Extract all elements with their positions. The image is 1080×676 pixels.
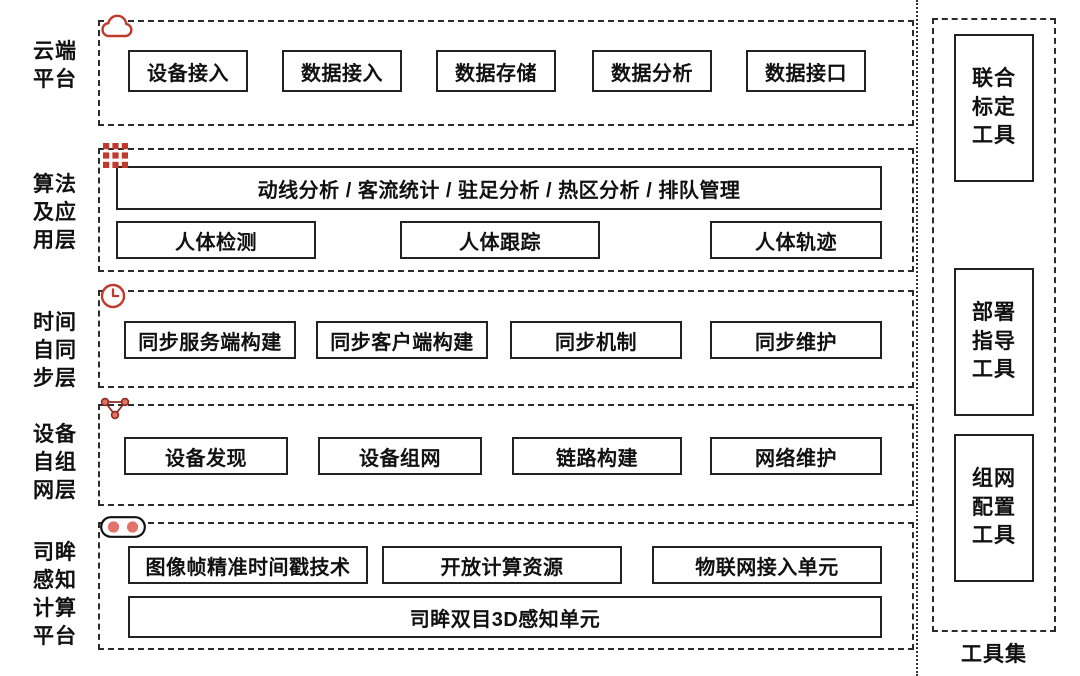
tool-label-line: 工具 [972,124,1016,148]
tool-label-line: 部署 [972,301,1016,325]
tool-joint-calibration[interactable]: 联合 标定 工具 [954,34,1034,182]
layer-label-line: 计算 [33,597,77,620]
node-human-trajectory[interactable]: 人体轨迹 [710,221,882,259]
layer-label-line: 时间 [33,311,77,335]
node-data-analysis[interactable]: 数据分析 [592,50,712,92]
node-data-storage[interactable]: 数据存储 [436,50,556,92]
layer-label-line: 算法 [33,173,77,197]
layer-label-line: 自同 [33,339,77,363]
tool-network-config[interactable]: 组网 配置 工具 [954,434,1034,582]
layer-label-line: 用层 [33,228,77,252]
layer-label-line: 司眸 [33,541,77,565]
node-sync-maintenance[interactable]: 同步维护 [710,321,882,359]
node-sync-client-build[interactable]: 同步客户端构建 [316,321,488,359]
layer-label-line: 网层 [33,478,77,502]
tool-label-line: 标定 [972,95,1016,119]
layer-label-line: 感知 [33,569,77,593]
cloud-icon [101,14,133,38]
node-device-discovery[interactable]: 设备发现 [124,437,288,475]
node-device-networking[interactable]: 设备组网 [318,437,482,475]
panel-separator [916,0,918,676]
layer-label-line: 步层 [33,366,77,390]
tool-label-line: 工具 [972,524,1016,548]
layer-label-line: 自组 [33,451,77,475]
layer-label-cloud-platform: 云端 平台 [22,30,88,102]
node-data-ingest[interactable]: 数据接入 [282,50,402,92]
node-sync-server-build[interactable]: 同步服务端构建 [124,321,296,359]
mesh-network-icon [100,397,130,420]
node-sync-mechanism[interactable]: 同步机制 [510,321,682,359]
layer-label-perception-platform: 司眸 感知 计算 平台 [22,525,88,665]
node-human-tracking[interactable]: 人体跟踪 [400,221,600,259]
layer-label-line: 及应 [33,201,77,225]
layer-label-algorithm-application: 算法 及应 用层 [22,160,88,266]
node-stereo-3d-perception-unit[interactable]: 司眸双目3D感知单元 [128,596,882,638]
layer-label-line: 云端 [33,40,77,64]
tool-deployment-guidance[interactable]: 部署 指导 工具 [954,268,1034,416]
node-network-maintenance[interactable]: 网络维护 [710,437,882,475]
node-iot-access-unit[interactable]: 物联网接入单元 [652,546,882,584]
tool-label-line: 指导 [972,329,1016,353]
grid-apps-icon [103,143,128,168]
node-frame-timestamp-tech[interactable]: 图像帧精准时间戳技术 [128,546,368,584]
tool-label-line: 配置 [972,495,1016,519]
tool-label-line: 工具 [972,358,1016,382]
layer-label-line: 设备 [33,423,77,447]
stereo-camera-icon [100,516,146,538]
layer-label-line: 平台 [33,624,77,648]
toolset-caption: 工具集 [961,643,1027,666]
layer-label-line: 平台 [33,68,77,91]
clock-icon [100,283,126,309]
node-link-build[interactable]: 链路构建 [512,437,682,475]
node-data-api[interactable]: 数据接口 [746,50,866,92]
node-device-access[interactable]: 设备接入 [128,50,248,92]
tool-label-line: 联合 [972,67,1016,91]
node-analytics-suite[interactable]: 动线分析 / 客流统计 / 驻足分析 / 热区分析 / 排队管理 [116,166,882,210]
layer-label-time-self-sync: 时间 自同 步层 [22,298,88,404]
node-human-detection[interactable]: 人体检测 [116,221,316,259]
tool-label-line: 组网 [972,467,1016,491]
layer-label-device-network: 设备 自组 网层 [22,410,88,516]
node-open-compute-resource[interactable]: 开放计算资源 [382,546,622,584]
